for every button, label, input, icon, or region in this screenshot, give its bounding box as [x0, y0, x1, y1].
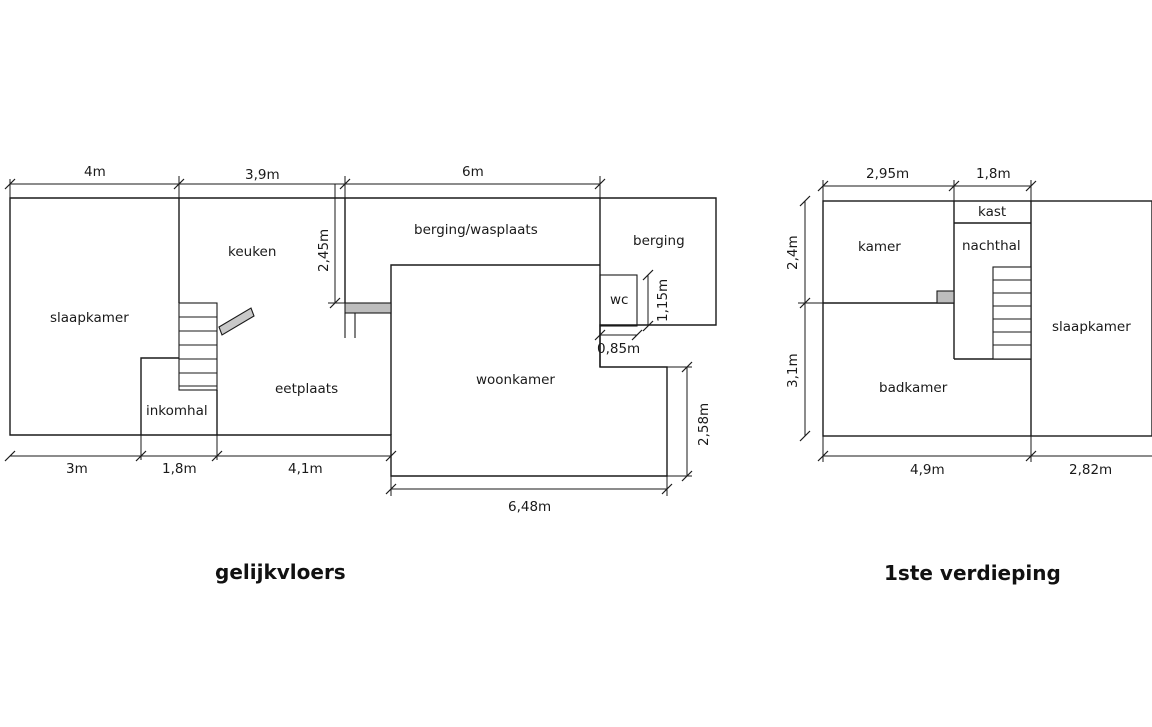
room-slaapkamer-first: slaapkamer: [1052, 319, 1131, 335]
title-ground-floor: gelijkvloers: [215, 560, 346, 584]
room-berging-wasplaats: berging/wasplaats: [414, 222, 538, 238]
wc-box: [599, 274, 638, 327]
dim-first-left-2: 3,1m: [785, 353, 801, 388]
dim-top-1: 4m: [84, 164, 106, 180]
dim-vertical-right: 2,58m: [696, 403, 712, 446]
wall-woonkamer-top: [390, 264, 600, 435]
dim-first-left-1: 2,4m: [785, 235, 801, 270]
room-eetplaats: eetplaats: [275, 381, 338, 397]
ground-outer-wall: [9, 197, 717, 477]
room-nachthal: nachthal: [962, 238, 1021, 254]
title-first-floor: 1ste verdieping: [884, 561, 1061, 585]
room-berging: berging: [633, 233, 685, 249]
dim-first-bottom-1: 4,9m: [910, 462, 945, 478]
first-stairs: [992, 266, 1032, 360]
dim-vertical-1: 2,45m: [316, 229, 332, 272]
first-floor-plan: kamer kast nachthal slaapkamer badkamer …: [785, 166, 1152, 585]
dim-bottom-4: 6,48m: [508, 499, 551, 515]
room-badkamer: badkamer: [879, 380, 948, 396]
room-woonkamer: woonkamer: [476, 372, 555, 388]
dim-vertical-wc: 1,15m: [655, 279, 671, 322]
dim-bottom-3: 4,1m: [288, 461, 323, 477]
room-kast: kast: [978, 204, 1006, 220]
dim-first-top-2: 1,8m: [976, 166, 1011, 182]
dim-wc-width: 0,85m: [597, 341, 640, 357]
dim-bottom-1: 3m: [66, 461, 88, 477]
dim-first-top-1: 2,95m: [866, 166, 909, 182]
wall-inkomhal: [140, 357, 179, 435]
first-threshold: [936, 290, 955, 304]
room-keuken: keuken: [228, 244, 276, 260]
room-wc: wc: [610, 292, 628, 308]
dim-top-2: 3,9m: [245, 167, 280, 183]
dim-bottom-2: 1,8m: [162, 461, 197, 477]
room-inkomhal: inkomhal: [146, 403, 208, 419]
room-kamer: kamer: [858, 239, 901, 255]
room-slaapkamer-ground: slaapkamer: [50, 310, 129, 326]
ground-stairs: [178, 302, 255, 391]
first-outer-wall: [822, 200, 1152, 437]
threshold-block: [344, 302, 392, 314]
ground-floor-plan: slaapkamer keuken inkomhal eetplaats ber…: [4, 164, 717, 584]
dim-first-bottom-2: 2,82m: [1069, 462, 1112, 478]
dim-top-3: 6m: [462, 164, 484, 180]
